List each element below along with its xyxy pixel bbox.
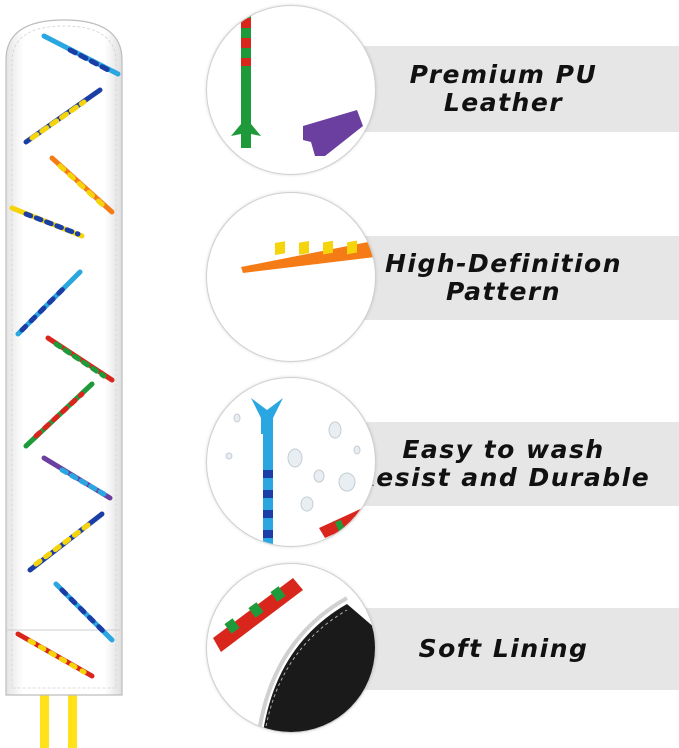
black-lining-closeup-icon	[213, 578, 375, 732]
lining-closeup-circle	[206, 563, 376, 733]
pattern-closeup-circle	[206, 192, 376, 362]
cover-body	[5, 19, 123, 696]
orange-tee-closeup-icon	[241, 240, 375, 273]
feature-text-line-1: Soft Lining	[418, 634, 589, 663]
feature-text-line-1: Premium PU	[409, 60, 598, 89]
feature-text-line-2: Leather	[443, 88, 564, 117]
feature-text-line-1: Easy to wash	[402, 435, 605, 464]
wash-closeup-circle	[206, 377, 376, 547]
tee-pattern	[9, 33, 121, 679]
yellow-tail-right	[68, 690, 77, 748]
feature-text-line-1: High-Definition	[384, 249, 623, 278]
alignment-stick-cover	[5, 19, 123, 748]
yellow-tail-left	[40, 690, 49, 748]
cover-stitching	[11, 25, 117, 689]
leather-closeup-circle	[206, 5, 376, 175]
feature-text-line-2: Pattern	[445, 277, 562, 306]
water-droplets-closeup-icon	[225, 398, 371, 546]
embroidered-tee-closeup-icon	[231, 11, 363, 156]
feature-text-line-2: Resist and Durable	[356, 463, 651, 492]
